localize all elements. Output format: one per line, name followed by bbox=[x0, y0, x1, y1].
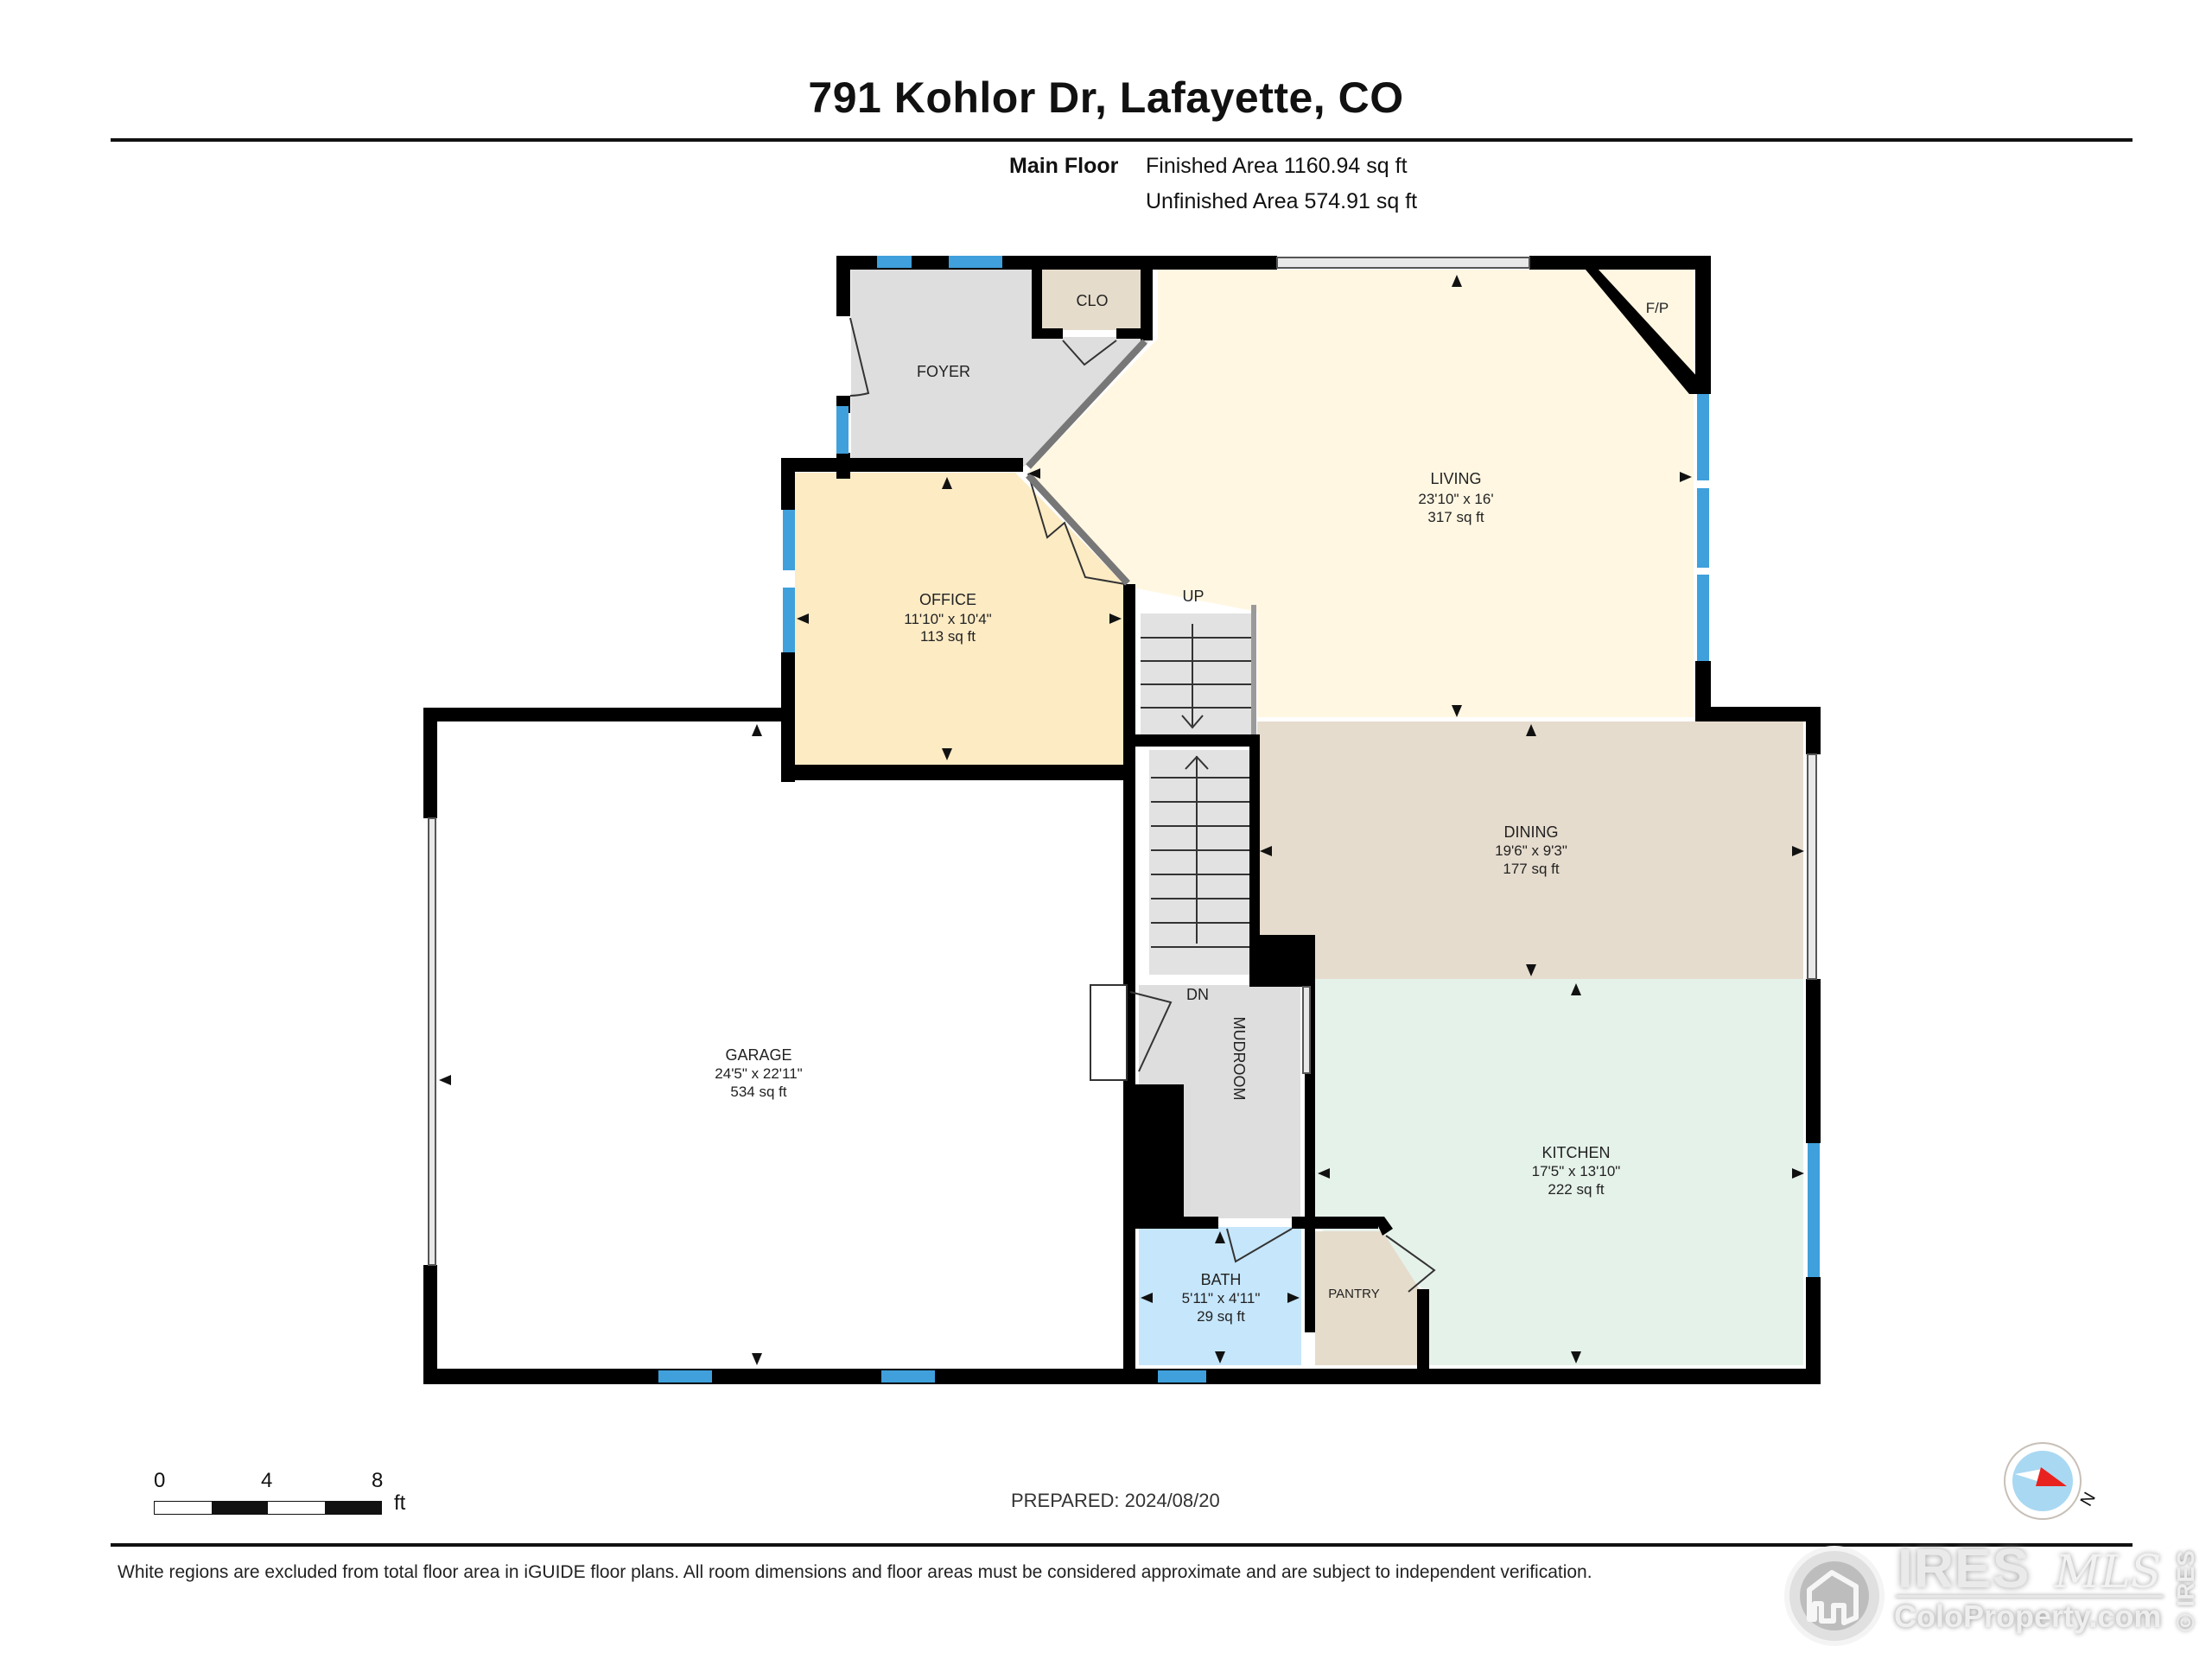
scale-segment bbox=[155, 1502, 212, 1514]
logo-divider bbox=[1896, 1595, 2164, 1598]
room-fills bbox=[432, 270, 1803, 1376]
stair-railing bbox=[1251, 605, 1256, 734]
logo-script: MLS bbox=[2055, 1547, 2162, 1599]
living-area: 317 sq ft bbox=[1427, 509, 1484, 525]
property-address-title: 791 Kohlor Dr, Lafayette, CO bbox=[808, 73, 1404, 122]
dining-floor bbox=[1257, 721, 1803, 979]
closet-floor bbox=[1041, 270, 1145, 330]
pantry-label: PANTRY bbox=[1328, 1287, 1379, 1301]
door-swings bbox=[849, 317, 1436, 1293]
stairs-down-label: DN bbox=[1186, 986, 1209, 1003]
stairs-up-label: UP bbox=[1182, 588, 1204, 605]
header-divider bbox=[111, 138, 2133, 142]
windows bbox=[658, 256, 1820, 1382]
scale-bar bbox=[154, 1501, 382, 1515]
kitchen-floor bbox=[1315, 979, 1803, 1365]
walls bbox=[423, 256, 1821, 1384]
house-logo-icon bbox=[1784, 1546, 1885, 1646]
scale-segment bbox=[268, 1502, 325, 1514]
stair-treads bbox=[1141, 637, 1253, 948]
kitchen-area: 222 sq ft bbox=[1548, 1181, 1604, 1198]
bath-name: BATH bbox=[1201, 1271, 1242, 1288]
living-dims: 23'10" x 16' bbox=[1418, 491, 1493, 507]
logo-copyright: © IRES bbox=[2172, 1550, 2199, 1631]
bath-area: 29 sq ft bbox=[1197, 1308, 1245, 1325]
office-floor bbox=[795, 473, 1123, 765]
logo-site: ColoProperty.com bbox=[1894, 1599, 2162, 1634]
dining-area: 177 sq ft bbox=[1503, 861, 1559, 877]
foyer-floor bbox=[851, 270, 1154, 467]
compass-icon bbox=[2004, 1442, 2082, 1520]
dining-name: DINING bbox=[1504, 823, 1559, 841]
disclaimer-text: White regions are excluded from total fl… bbox=[118, 1562, 1592, 1582]
mudroom-floor bbox=[1139, 985, 1300, 1218]
kitchen-name: KITCHEN bbox=[1541, 1144, 1610, 1161]
mudroom-label: MUDROOM bbox=[1230, 1017, 1248, 1101]
finished-area: Finished Area 1160.94 sq ft bbox=[1146, 154, 1408, 178]
sliding-doors bbox=[428, 257, 1817, 1266]
office-area: 113 sq ft bbox=[920, 628, 976, 645]
room-labels: FOYER CLO F/P LIVING 23'10" x 16' 317 sq… bbox=[715, 292, 1669, 1325]
stairs-up-area bbox=[1141, 613, 1253, 734]
living-floor bbox=[1028, 270, 1694, 717]
scale-tick-8: 8 bbox=[372, 1469, 384, 1492]
scale-tick-0: 0 bbox=[154, 1469, 166, 1492]
logo-brand: IRES bbox=[1897, 1537, 2031, 1599]
scale-unit: ft bbox=[394, 1491, 406, 1515]
ires-mls-watermark: IRES MLS ColoProperty.com © IRES bbox=[1777, 1537, 2209, 1659]
dining-dims: 19'6" x 9'3" bbox=[1495, 842, 1567, 859]
fireplace-label: F/P bbox=[1646, 300, 1669, 316]
stair-arrows bbox=[1181, 624, 1209, 944]
diagonal-openings bbox=[1026, 339, 1147, 586]
prepared-date: PREPARED: 2024/08/20 bbox=[1011, 1490, 1220, 1511]
office-name: OFFICE bbox=[919, 591, 976, 608]
bath-dims: 5'11" x 4'11" bbox=[1182, 1290, 1261, 1306]
bath-floor bbox=[1139, 1227, 1301, 1365]
stairs-down-area bbox=[1149, 750, 1253, 975]
foyer-label: FOYER bbox=[917, 363, 970, 380]
garage-name: GARAGE bbox=[725, 1046, 791, 1064]
scale-tick-4: 4 bbox=[261, 1469, 273, 1492]
dimension-markers bbox=[439, 275, 1804, 1365]
scale-segment bbox=[324, 1502, 381, 1514]
kitchen-dims: 17'5" x 13'10" bbox=[1532, 1163, 1621, 1179]
closet-label: CLO bbox=[1076, 292, 1108, 309]
office-dims: 11'10" x 10'4" bbox=[904, 611, 991, 627]
garage-dims: 24'5" x 22'11" bbox=[715, 1065, 802, 1082]
floor-name: Main Floor bbox=[1009, 154, 1119, 178]
footer-divider bbox=[111, 1543, 2133, 1547]
pantry-floor bbox=[1315, 1231, 1421, 1365]
garage-floor bbox=[432, 719, 1128, 1376]
unfinished-area: Unfinished Area 574.91 sq ft bbox=[1146, 189, 1418, 213]
garage-area: 534 sq ft bbox=[730, 1084, 786, 1100]
scale-segment bbox=[211, 1502, 268, 1514]
living-name: LIVING bbox=[1430, 470, 1481, 487]
